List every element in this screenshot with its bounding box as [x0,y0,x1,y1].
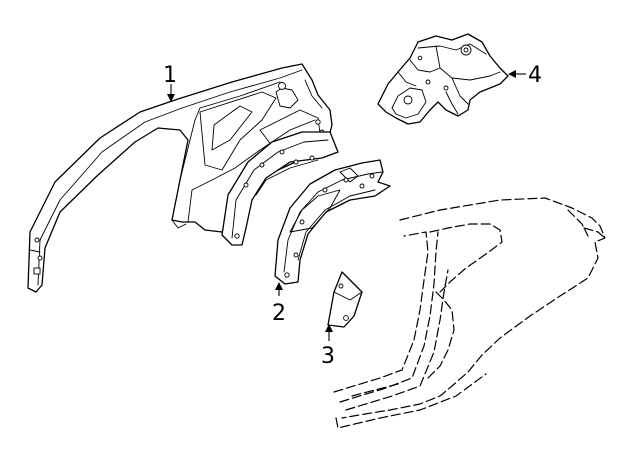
wheelhouse-outer-panel [221,131,339,246]
callout-4: 4 [528,63,542,88]
arrow-4 [508,70,516,78]
part-3-bracket[interactable] [327,271,363,328]
callout-1: 1 [163,63,177,88]
callout-3: 3 [321,344,335,369]
arrow-1 [167,94,175,102]
callout-leaders [167,70,526,341]
callout-2: 2 [272,301,286,326]
outer-quarter-panel-phantom [333,197,606,429]
arrow-3 [325,324,333,332]
callout-labels: 1 2 3 4 [163,63,542,369]
part-2-wheelhouse-panel[interactable] [274,159,391,285]
part-4-rear-extension[interactable] [377,33,509,125]
arrow-2 [275,282,283,290]
